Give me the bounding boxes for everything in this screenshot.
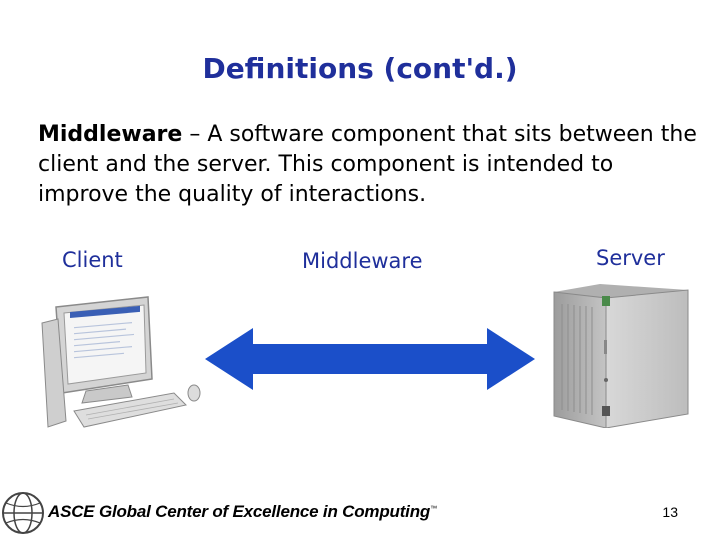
definition-term: Middleware	[38, 122, 183, 147]
server-label: Server	[596, 246, 665, 270]
globe-logo-icon	[2, 492, 44, 534]
slide-title: Definitions (cont'd.)	[202, 52, 518, 85]
trademark-mark: ™	[430, 505, 437, 513]
page-number: 13	[662, 504, 678, 520]
footer-organization-name: ASCE Global Center of Excellence in Comp…	[48, 502, 431, 521]
definition-text: – A software component that sits between…	[38, 122, 697, 207]
tower-server-icon	[553, 284, 689, 428]
desktop-computer-icon	[41, 296, 201, 428]
middleware-label: Middleware	[302, 249, 423, 273]
definition-paragraph: Middleware – A software component that s…	[38, 120, 698, 210]
footer-organization: ASCE Global Center of Excellence in Comp…	[48, 502, 437, 522]
double-headed-arrow-icon	[205, 328, 535, 390]
client-label: Client	[62, 248, 123, 272]
